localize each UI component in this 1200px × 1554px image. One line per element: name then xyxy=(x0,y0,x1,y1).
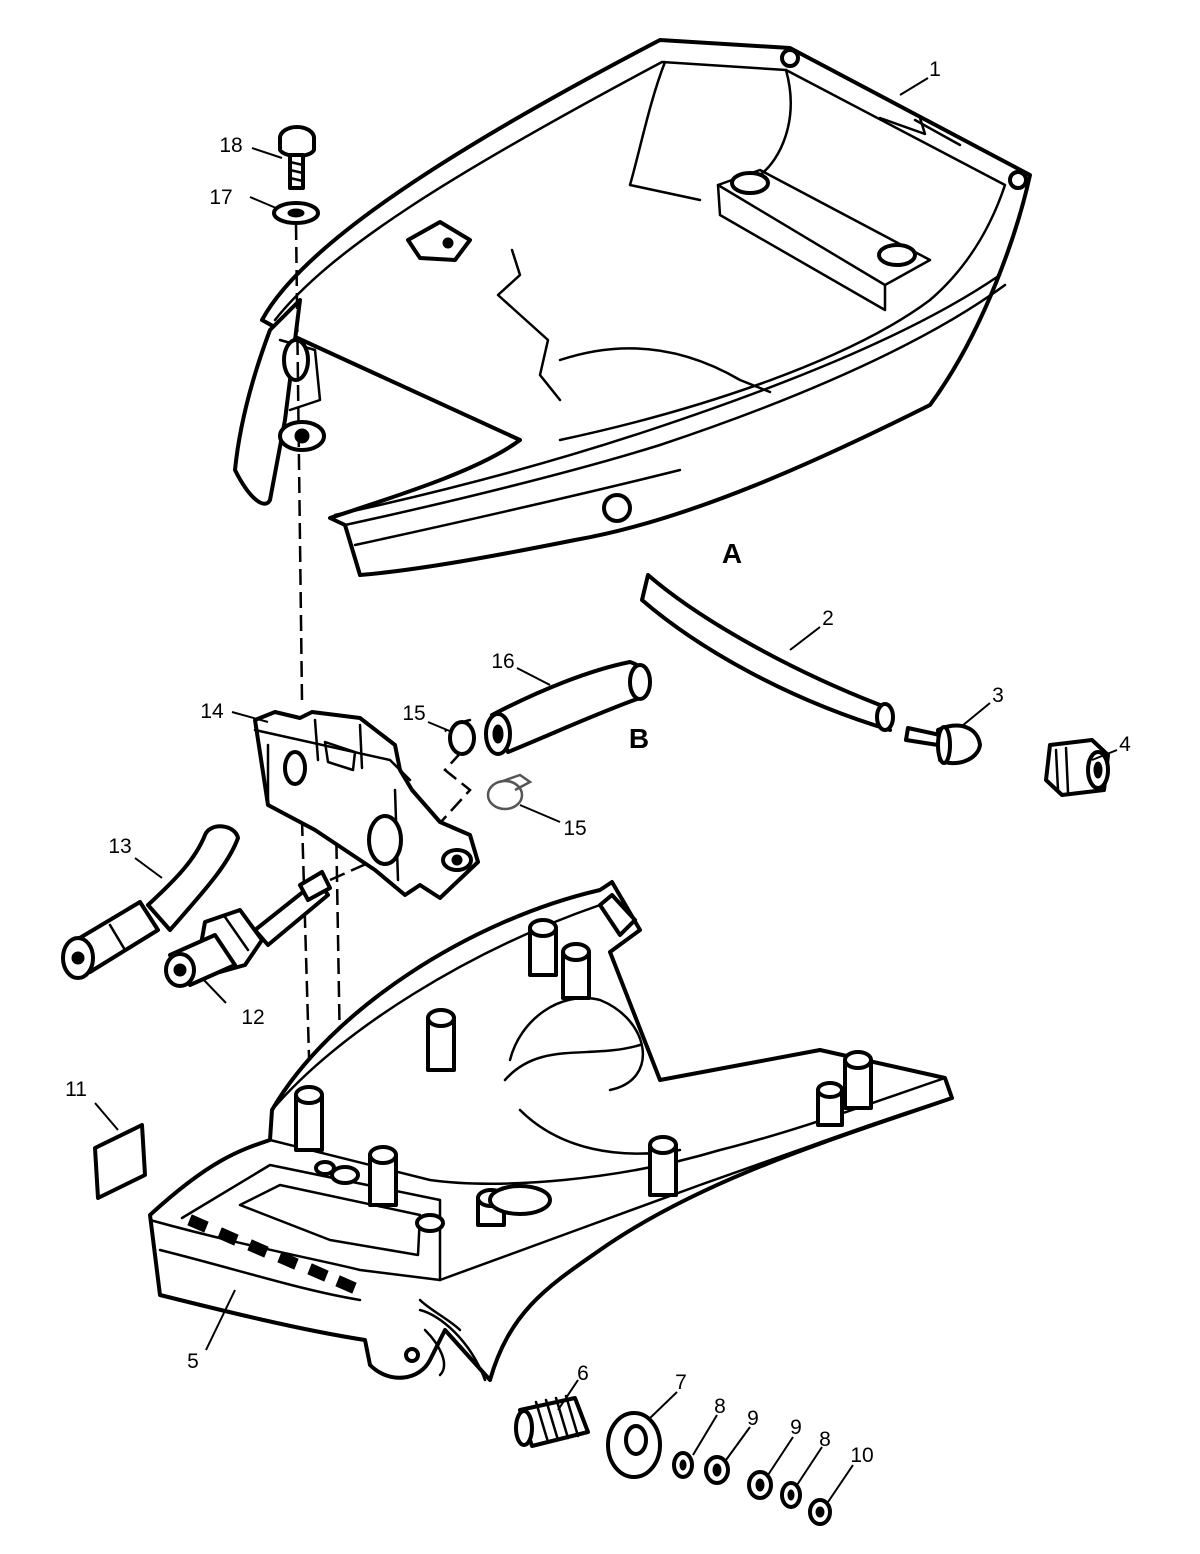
part-15-clamp-upper xyxy=(448,718,476,756)
part-13-connector xyxy=(61,824,240,980)
part-10-cap-nut xyxy=(808,1498,832,1526)
callout-12: 12 xyxy=(241,1006,264,1029)
mounting-bosses xyxy=(294,918,873,1233)
view-label-b: B xyxy=(629,723,649,754)
callout-7: 7 xyxy=(675,1371,687,1394)
embossed-brand-logo xyxy=(187,1214,357,1294)
callout-8b: 8 xyxy=(819,1428,831,1451)
part-17-washer xyxy=(272,201,320,225)
callout-6: 6 xyxy=(577,1362,589,1385)
callout-16: 16 xyxy=(491,650,514,673)
part-6-stud xyxy=(514,1394,590,1448)
part-7-washer xyxy=(606,1411,662,1479)
callout-18: 18 xyxy=(219,134,242,157)
leader-lines xyxy=(94,77,1118,1503)
part-16-fuel-line xyxy=(484,660,652,756)
part-3-fitting xyxy=(904,723,982,766)
callout-1: 1 xyxy=(929,58,941,81)
part-12-valve xyxy=(164,870,332,988)
part-9-nut-b xyxy=(747,1470,773,1500)
callout-11: 11 xyxy=(65,1078,87,1101)
part-5-bottom-cowl xyxy=(148,880,954,1382)
part-11-decal xyxy=(93,1123,147,1200)
callout-2: 2 xyxy=(822,607,834,630)
callout-4: 4 xyxy=(1119,733,1131,756)
part-8-washer-b xyxy=(780,1481,802,1509)
callout-labels: 1 2 3 4 5 6 7 8 9 9 8 10 11 12 13 14 15 … xyxy=(65,58,1131,1467)
part-8-washer-a xyxy=(672,1451,694,1479)
callout-3: 3 xyxy=(992,684,1004,707)
part-15-clamp-lower xyxy=(486,773,533,811)
part-9-nut-a xyxy=(704,1455,730,1485)
part-2-hose xyxy=(640,573,895,732)
part-14-bracket xyxy=(253,710,480,900)
callout-15-upper: 15 xyxy=(402,702,425,725)
callout-14: 14 xyxy=(200,700,224,723)
callout-17: 17 xyxy=(209,186,232,209)
callout-15-lower: 15 xyxy=(563,817,586,840)
part-1-top-cowl xyxy=(233,38,1032,577)
callout-13: 13 xyxy=(108,835,131,858)
callout-8a: 8 xyxy=(714,1395,726,1418)
part-18-screw xyxy=(278,125,316,190)
callout-10: 10 xyxy=(850,1444,873,1467)
callout-9b: 9 xyxy=(790,1416,802,1439)
part-4-bushing xyxy=(1044,738,1110,797)
callout-5: 5 xyxy=(187,1350,199,1373)
callout-9a: 9 xyxy=(747,1407,759,1430)
view-label-a: A xyxy=(722,538,742,569)
